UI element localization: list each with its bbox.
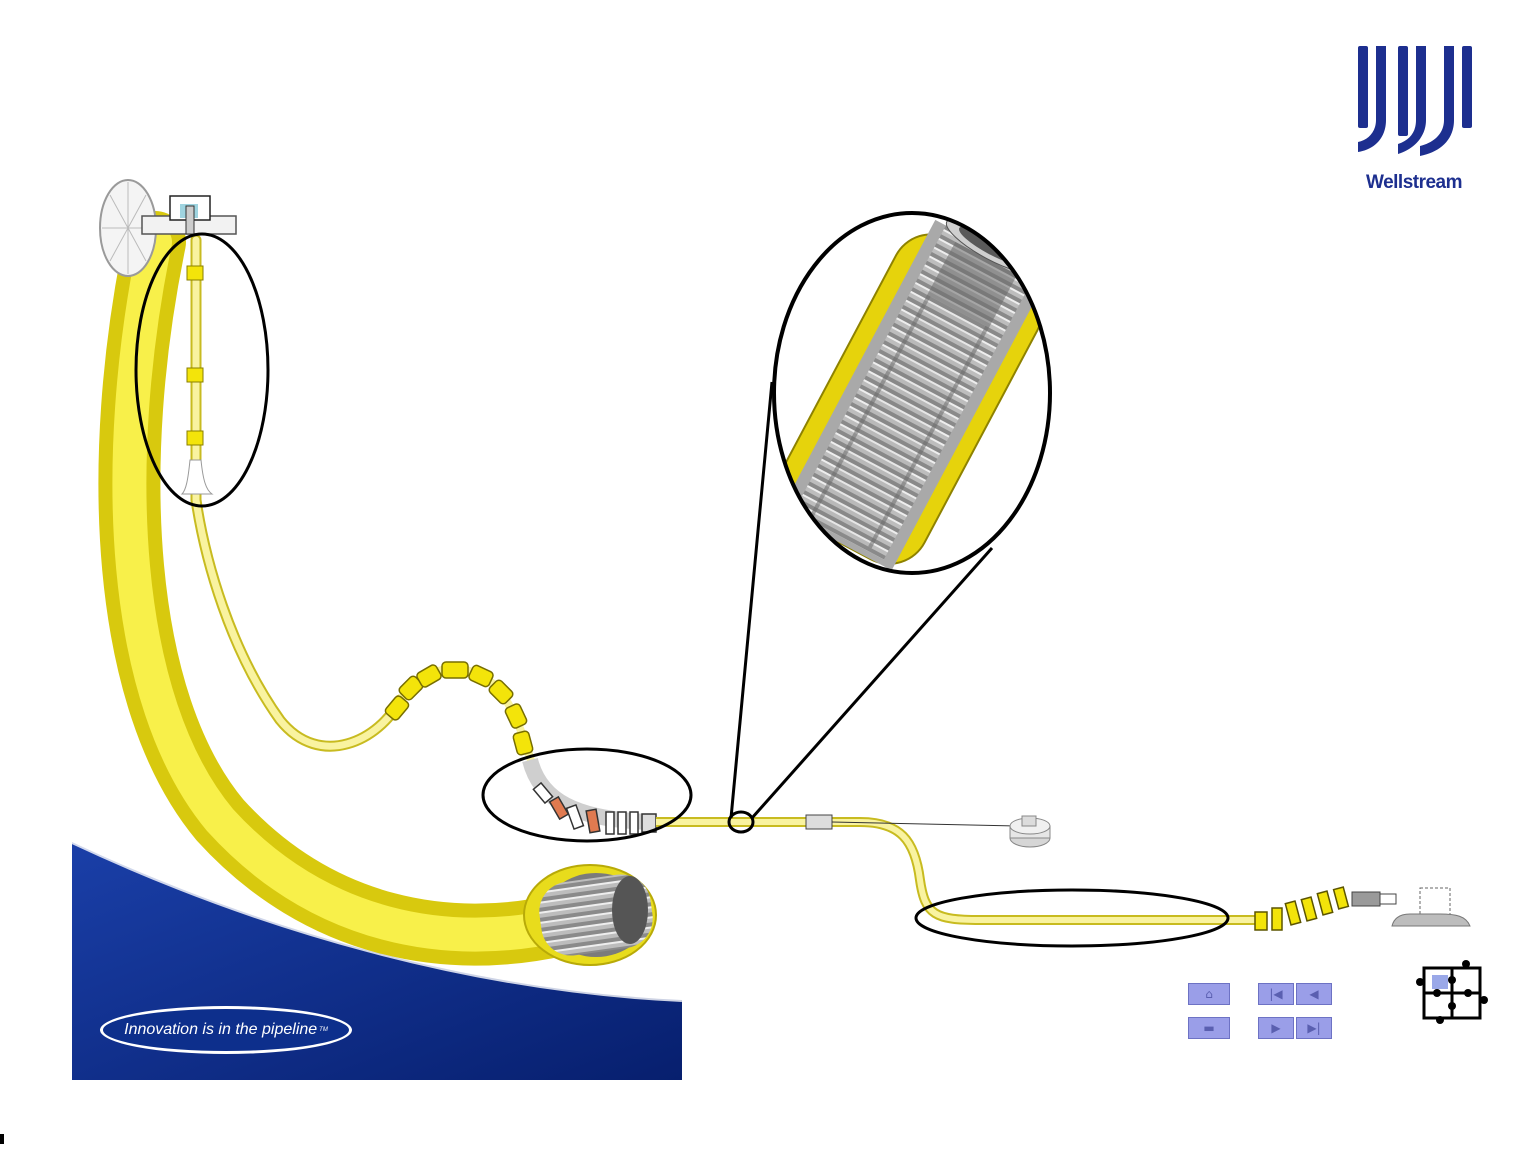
return-icon: ▬ — [1203, 1022, 1214, 1034]
first-slide-button[interactable]: |◀ — [1258, 983, 1294, 1005]
zoom-line-right — [752, 548, 992, 818]
connector — [806, 815, 832, 829]
pipe-cutaway-end — [524, 865, 657, 965]
touchdown-highlight-ellipse — [483, 749, 691, 841]
previous-slide-icon: ◀ — [1309, 988, 1318, 1000]
zoom-line-left — [731, 382, 772, 818]
last-slide-icon: ▶| — [1307, 1022, 1320, 1034]
first-slide-icon: |◀ — [1269, 988, 1282, 1000]
pipe-layers-zoom — [764, 196, 1069, 580]
flowline — [656, 822, 1255, 920]
manifold — [1392, 888, 1470, 926]
subsea-structure — [1010, 816, 1050, 847]
next-slide-button[interactable]: ▶ — [1258, 1017, 1294, 1039]
slide-corner-mark — [0, 1134, 4, 1144]
last-slide-button[interactable]: ▶| — [1296, 1017, 1332, 1039]
logo-wordmark: Wellstream — [1352, 172, 1476, 194]
buoyancy-modules — [384, 662, 534, 756]
tagline-trademark: TM — [319, 1027, 328, 1033]
home-icon: ⌂ — [1205, 988, 1213, 1000]
next-slide-icon: ▶ — [1271, 1022, 1280, 1034]
flowline-core — [656, 822, 1255, 920]
puzzle-icon[interactable] — [1416, 960, 1488, 1024]
tagline-text: Innovation is in the pipeline — [124, 1021, 317, 1039]
jumper-section — [1255, 887, 1348, 930]
previous-slide-button[interactable]: ◀ — [1296, 983, 1332, 1005]
home-button[interactable]: ⌂ — [1188, 983, 1230, 1005]
back-button[interactable]: ▬ — [1188, 1017, 1230, 1039]
wellstream-logo-icon — [1358, 46, 1472, 156]
tagline-badge: Innovation is in the pipeline TM — [100, 1006, 352, 1054]
riser-pipe — [182, 234, 400, 746]
